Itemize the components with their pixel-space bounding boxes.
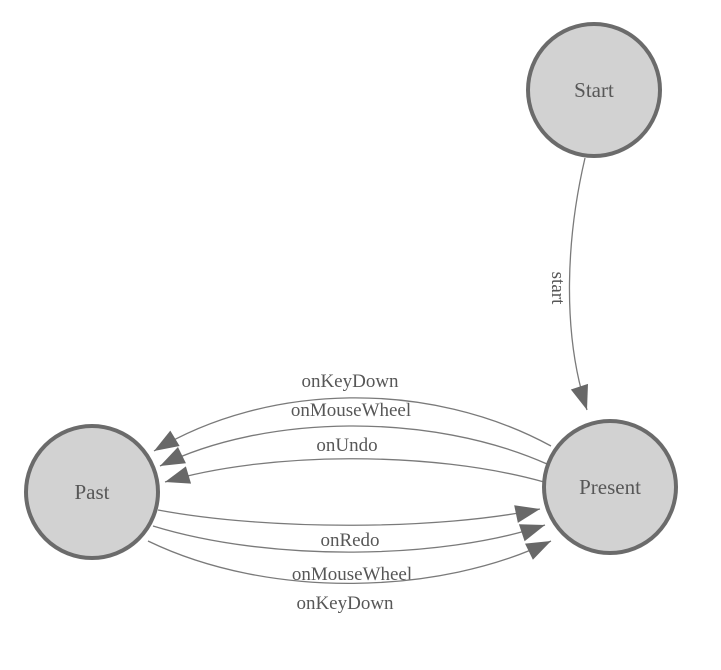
transition-past-to-present-onmousewheel: onMouseWheel xyxy=(152,524,546,585)
edge-label-onkeydown-top: onKeyDown xyxy=(301,371,399,392)
edge-label-onredo: onRedo xyxy=(320,530,379,551)
edge-label-onmousewheel-bottom: onMouseWheel xyxy=(292,564,412,585)
edge-start-to-present[interactable] xyxy=(568,157,588,411)
edge-past-to-present-onmousewheel[interactable] xyxy=(152,524,546,553)
state-node-present[interactable]: Present xyxy=(542,419,678,555)
state-node-start[interactable]: Start xyxy=(526,22,662,158)
transition-start-to-present: start xyxy=(547,157,588,411)
state-node-past[interactable]: Past xyxy=(24,424,160,560)
state-node-start-label: Start xyxy=(574,78,614,102)
state-node-past-circle[interactable] xyxy=(24,424,160,560)
edge-label-onundo: onUndo xyxy=(316,435,377,456)
transition-past-to-present-onkeydown: onKeyDown xyxy=(147,540,552,614)
edge-present-to-past-onkeydown[interactable] xyxy=(153,397,552,452)
transition-present-to-past-onundo: onUndo xyxy=(164,435,545,484)
edge-past-to-present-onredo[interactable] xyxy=(157,505,541,526)
state-node-present-circle[interactable] xyxy=(542,419,678,555)
edge-past-to-present-onkeydown[interactable] xyxy=(147,540,552,585)
edge-present-to-past-onmousewheel[interactable] xyxy=(159,425,548,467)
transition-present-to-past-onmousewheel: onMouseWheel xyxy=(159,400,548,467)
state-node-present-label: Present xyxy=(579,475,641,499)
edge-present-to-past-onundo[interactable] xyxy=(164,458,545,484)
edge-label-start: start xyxy=(547,272,568,305)
edge-label-onmousewheel-top: onMouseWheel xyxy=(291,400,411,421)
state-node-start-circle[interactable] xyxy=(526,22,662,158)
transition-past-to-present-onredo: onRedo xyxy=(157,505,541,551)
edge-label-onkeydown-bottom: onKeyDown xyxy=(296,593,394,614)
state-node-past-label: Past xyxy=(74,480,109,504)
transition-present-to-past-onkeydown: onKeyDown xyxy=(153,371,552,452)
